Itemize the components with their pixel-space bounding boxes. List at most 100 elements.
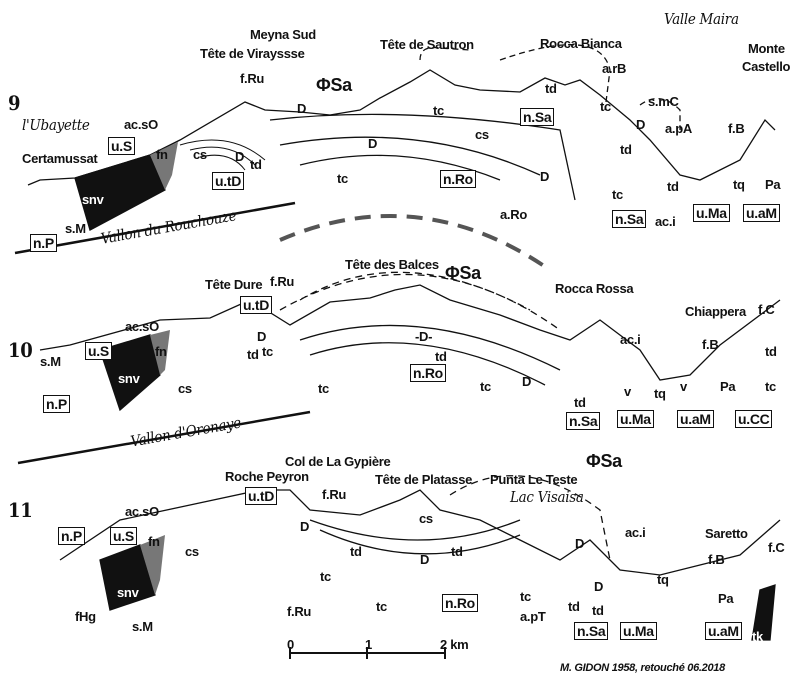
section-10-label: Chiappera (685, 304, 746, 319)
section-9-label-unit-box: u.aM (743, 204, 780, 222)
credit-label: M. GIDON 1958, retouché 06.2018 (560, 662, 725, 674)
fold-11 (309, 519, 521, 555)
section-11-label: D (300, 519, 310, 534)
section-11-label: f.B (708, 552, 725, 567)
section-9-label: Castello (742, 59, 791, 74)
section-9-label: tc (433, 103, 444, 118)
section-11-label: f.C (768, 540, 785, 555)
vallon-rouchouze-arrow (14, 201, 296, 255)
section-10-label: ac.i (620, 332, 641, 347)
section-9-label: Tête de Sautron (380, 37, 474, 52)
section-10-label: tc (480, 379, 491, 394)
section-10-label: td (765, 344, 777, 359)
section-9-label: Meyna Sud (250, 27, 316, 42)
section-9-label: ac.i (655, 214, 676, 229)
section-10-label: td (435, 349, 447, 364)
section-9-label: td (545, 81, 557, 96)
section-9-label: snv (82, 192, 104, 207)
section-11-label: cs (185, 544, 199, 559)
section-9-label-unit-box: n.Ro (440, 170, 476, 188)
section-9-label: l'Ubayette (22, 116, 90, 134)
section-9-label: D (636, 117, 646, 132)
section-10-label: -D- (415, 329, 433, 344)
section-10-label: f.Ru (270, 274, 295, 289)
section-11-label: f.Ru (287, 604, 312, 619)
section-10-label-unit-box: n.Sa (566, 412, 601, 430)
section-9-label: a.pA (665, 121, 692, 136)
section-9-label: Tête de Virayssse (200, 46, 305, 61)
section-10-label: v (624, 384, 631, 399)
section-9-label: tq (733, 177, 745, 192)
section-11-label: td (568, 599, 580, 614)
section-10-label-unit-box: u.CC (735, 410, 773, 428)
section-9-label: s.mC (648, 94, 679, 109)
a-ro-dashed-arrow (279, 214, 552, 272)
section-11-label: Pa (718, 591, 734, 606)
section-11-label-unit-box: u.tD (245, 487, 278, 505)
section-11-label: tc (320, 569, 331, 584)
section-9-label: tc (337, 171, 348, 186)
profile-10-topography (39, 284, 781, 381)
section-11-label: Saretto (705, 526, 748, 541)
scale-label: 0 (287, 637, 294, 652)
section-11-label: tq (657, 572, 669, 587)
section-9-label: a.Ro (500, 207, 527, 222)
section-9-label: td (667, 179, 679, 194)
section-11-label: D (594, 579, 604, 594)
section-10-label: 10 (8, 338, 33, 362)
section-9-label: tc (600, 99, 611, 114)
section-9-label: a.rB (602, 61, 627, 76)
section-10-label-unit-box: n.Ro (410, 364, 446, 382)
dashed-9 (419, 44, 681, 130)
section-9-label-unit-box: n.Sa (520, 108, 555, 126)
section-10-label: ac.sO (125, 319, 159, 334)
section-11-label: f.Ru (322, 487, 347, 502)
section-10-label: D (257, 329, 267, 344)
section-11-label: cs (419, 511, 433, 526)
section-10-label-unit-box: u.aM (677, 410, 714, 428)
section-10-label: f.B (702, 337, 719, 352)
section-11-label: tk (752, 629, 763, 644)
section-11-label-unit-box: u.Ma (620, 622, 657, 640)
section-10-label: Pa (720, 379, 736, 394)
section-10-label-unit-box: u.Ma (617, 410, 654, 428)
section-9-label: cs (475, 127, 489, 142)
section-10-label-unit-box: u.tD (240, 296, 273, 314)
section-11-label: D (420, 552, 430, 567)
section-10-label: s.M (40, 354, 61, 369)
section-10-label: tq (654, 386, 666, 401)
dashed-11 (449, 475, 611, 561)
section-11-label: fHg (75, 609, 96, 624)
scale-label: 1 (365, 637, 372, 652)
section-10-label: td (574, 395, 586, 410)
section-11-label: td (592, 603, 604, 618)
section-9-label: Valle Maira (664, 10, 739, 28)
section-9-label: td (620, 142, 632, 157)
fold-9 (269, 113, 576, 201)
section-11-label: s.M (132, 619, 153, 634)
section-11-label: tc (376, 599, 387, 614)
section-9-label-unit-box: u.Ma (693, 204, 730, 222)
section-11-label: ΦSa (586, 451, 622, 471)
section-10-label: Rocca Rossa (555, 281, 634, 296)
section-9-label: td (250, 157, 262, 172)
tk-body-11 (751, 584, 776, 641)
section-9-label: D (368, 136, 378, 151)
section-11-label: Tête de Platasse (375, 472, 473, 487)
section-11-label: ac.i (625, 525, 646, 540)
section-9-label: f.Ru (240, 71, 265, 86)
section-11-label-unit-box: u.S (110, 527, 137, 545)
section-10-label: snv (118, 371, 140, 386)
profile-9-topography (27, 69, 776, 186)
section-11-label: ac.sO (125, 504, 159, 519)
section-10-label-unit-box: n.P (43, 395, 70, 413)
dashed-10 (279, 271, 561, 331)
section-9-label: ΦSa (316, 75, 352, 95)
section-9-label: fn (156, 147, 168, 162)
section-10-label: Tête des Balces (345, 257, 439, 272)
section-11-label-unit-box: n.P (58, 527, 85, 545)
section-9-label: Rocca Bianca (540, 36, 622, 51)
section-11-label-unit-box: u.aM (705, 622, 742, 640)
